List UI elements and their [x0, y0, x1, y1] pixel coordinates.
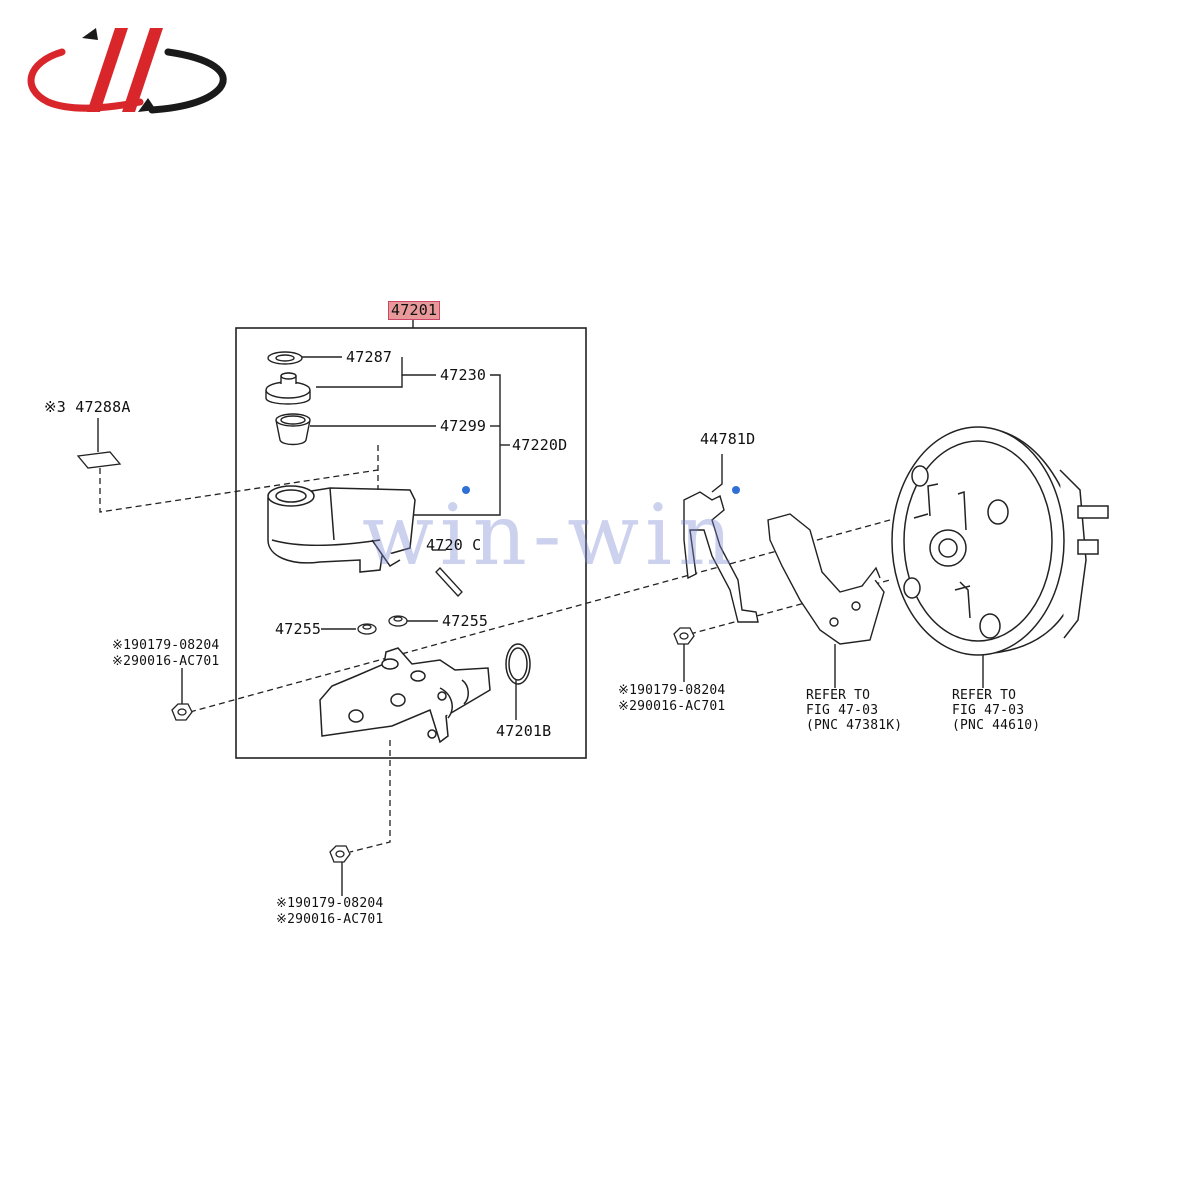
- clip-ring-47287: [267, 351, 303, 365]
- assembly-frame: [235, 327, 587, 759]
- part-label-47287: 47287: [346, 348, 393, 366]
- flange-nuts: [171, 627, 695, 863]
- ref-bracket-line3: (PNC 47381K): [806, 718, 903, 733]
- fastener-left-line2: ※290016-AC701: [112, 654, 220, 669]
- bracket-47381K: [767, 513, 885, 645]
- bracket-44781D: [683, 491, 759, 623]
- ref-booster-line3: (PNC 44610): [952, 718, 1041, 733]
- fastener-middle-line1: ※190179-08204: [618, 683, 726, 698]
- part-label-44781D: 44781D: [700, 430, 756, 448]
- brake-booster: [891, 426, 1109, 656]
- part-label-47255-left: 47255: [275, 620, 322, 638]
- fastener-left-line1: ※190179-08204: [112, 638, 220, 653]
- fastener-bottom-line2: ※290016-AC701: [276, 912, 384, 927]
- cap-47230: [265, 372, 311, 405]
- label-plate-47288A: [76, 451, 122, 469]
- watermark-text: win-win: [362, 486, 739, 584]
- part-label-47220D: 47220D: [512, 436, 568, 454]
- brand-logo: [27, 28, 227, 114]
- part-label-47255-right: 47255: [442, 612, 489, 630]
- master-cylinder-body: [319, 647, 491, 744]
- part-label-47288A: ※3 47288A: [44, 398, 131, 416]
- fastener-middle-line2: ※290016-AC701: [618, 699, 726, 714]
- ref-bracket-line2: FIG 47-03: [806, 703, 879, 718]
- part-label-47299: 47299: [440, 417, 487, 435]
- part-label-47230: 47230: [440, 366, 487, 384]
- reservoir-47220D: [267, 485, 416, 573]
- ref-booster-line1: REFER TO: [952, 688, 1017, 703]
- part-label-47201B: 47201B: [496, 722, 552, 740]
- o-ring-47201B: [505, 643, 531, 685]
- fastener-bottom-line1: ※190179-08204: [276, 896, 384, 911]
- assembly-label-47201: 47201: [387, 301, 441, 320]
- ref-bracket-line1: REFER TO: [806, 688, 871, 703]
- leader-lines: [97, 356, 984, 896]
- part-label-47220C: 4720 C: [426, 536, 482, 554]
- pin-4720C: [435, 567, 463, 597]
- grommets-47255: [357, 615, 408, 635]
- ref-booster-line2: FIG 47-03: [952, 703, 1025, 718]
- strainer-47299: [275, 413, 311, 446]
